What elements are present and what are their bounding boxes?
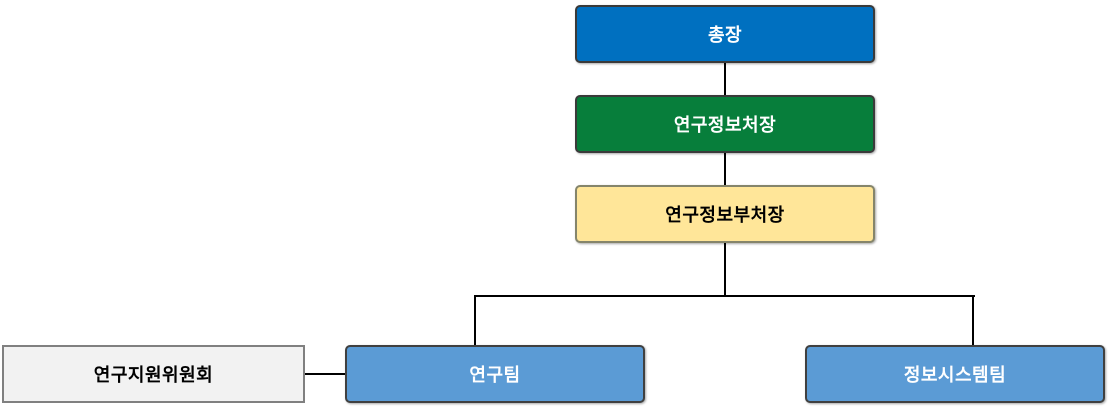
connector-director-deputy bbox=[724, 153, 726, 185]
org-node-info-system-team-label: 정보시스템팀 bbox=[903, 365, 1007, 385]
org-node-president-label: 총장 bbox=[707, 25, 743, 45]
connector-president-director bbox=[724, 63, 726, 95]
connector-deputy-stem bbox=[724, 243, 726, 296]
org-node-info-system-team: 정보시스템팀 bbox=[805, 345, 1105, 403]
org-node-research-team: 연구팀 bbox=[345, 345, 645, 403]
org-node-research-info-director-label: 연구정보처장 bbox=[673, 115, 777, 135]
connector-branch-horizontal bbox=[474, 295, 975, 297]
connector-drop-research-team bbox=[474, 295, 476, 345]
connector-committee-lateral bbox=[305, 373, 345, 375]
org-node-research-info-deputy-director-label: 연구정보부처장 bbox=[665, 205, 785, 225]
org-node-research-info-director: 연구정보처장 bbox=[575, 95, 875, 153]
org-node-president: 총장 bbox=[575, 5, 875, 63]
connector-drop-info-system-team bbox=[972, 295, 974, 345]
org-node-research-team-label: 연구팀 bbox=[469, 365, 521, 385]
org-node-research-support-committee: 연구지원위원회 bbox=[2, 345, 305, 403]
org-node-research-support-committee-label: 연구지원위원회 bbox=[93, 365, 214, 385]
org-node-research-info-deputy-director: 연구정보부처장 bbox=[575, 185, 875, 243]
